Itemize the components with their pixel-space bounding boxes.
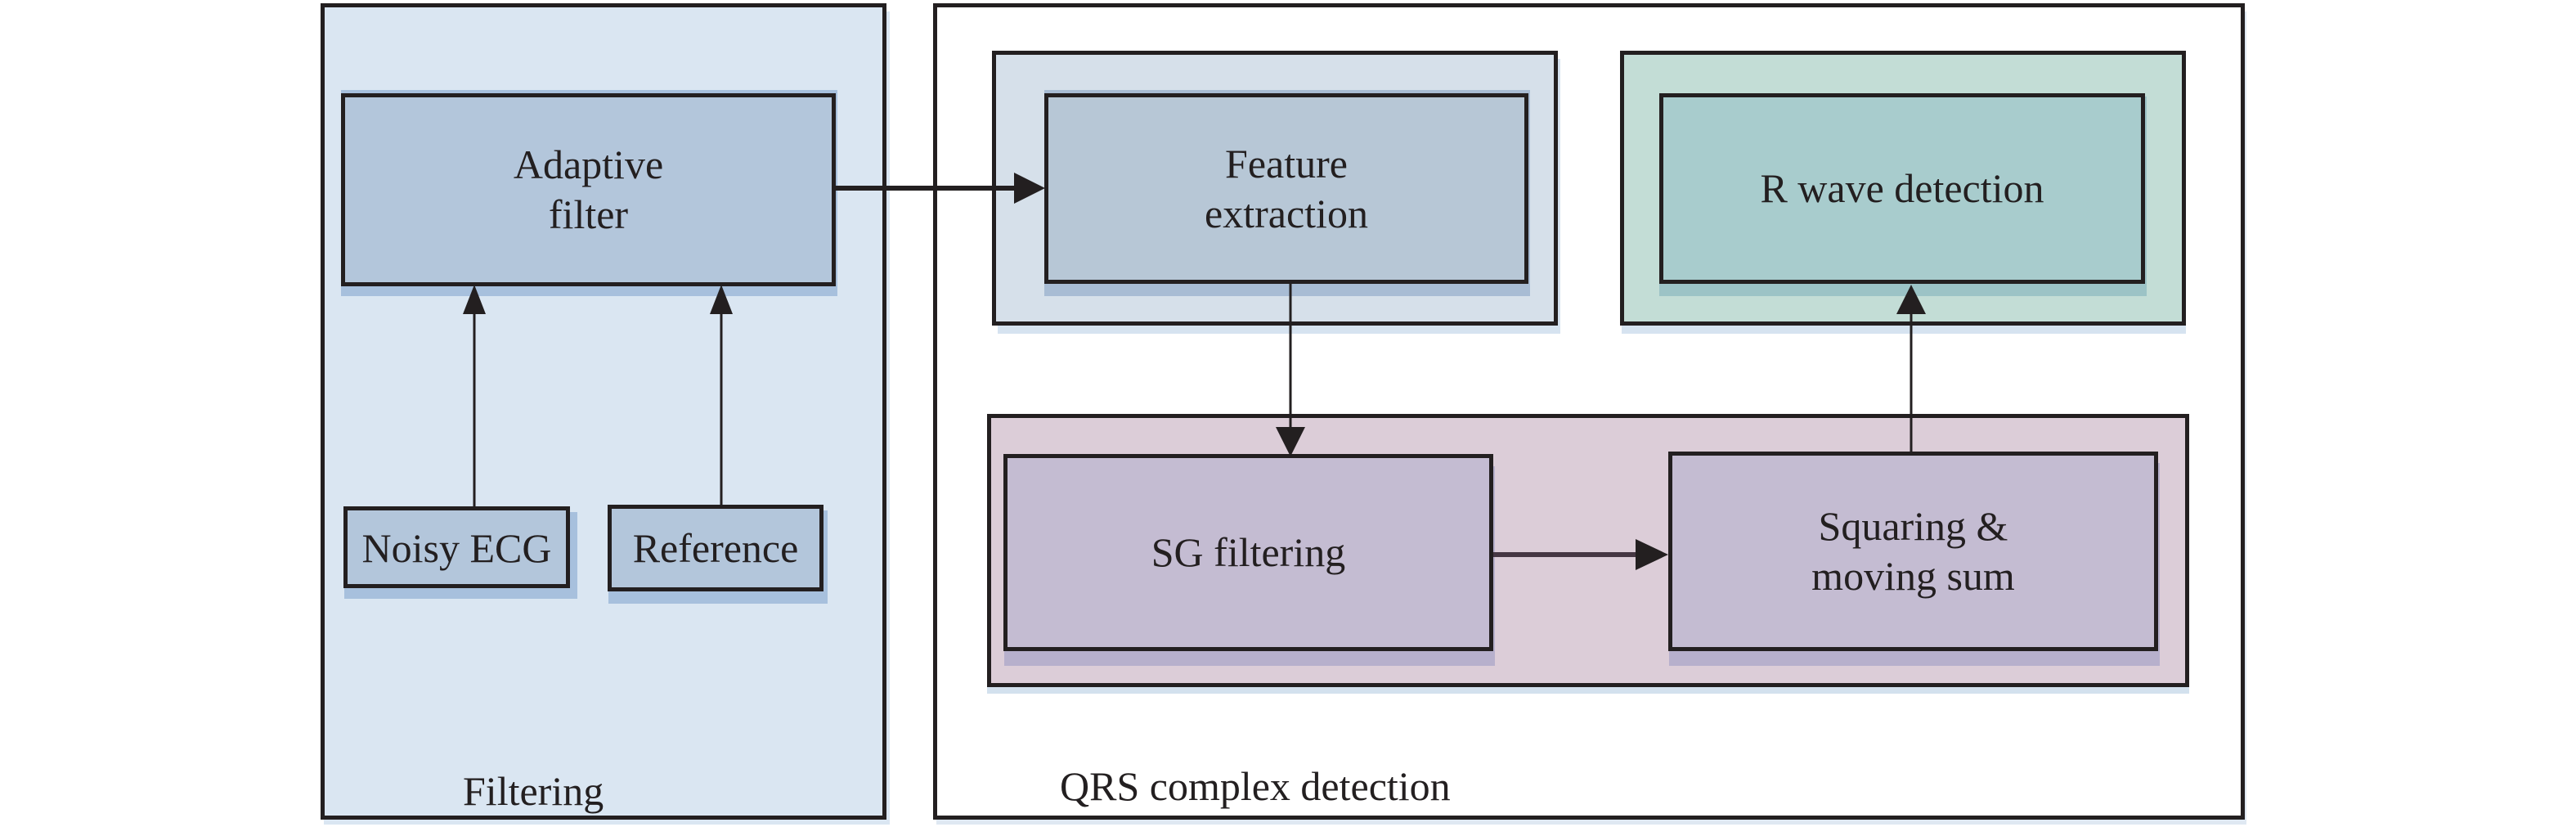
filtering-panel-label: Filtering — [463, 768, 604, 814]
noisy-ecg-label: Noisy ECG — [361, 525, 552, 571]
arrowhead-rwave — [1896, 285, 1926, 314]
adaptive-filter-block: Adaptive filter — [341, 93, 836, 286]
arrowhead-feature — [1014, 173, 1045, 204]
feature-extraction-block: Feature extraction — [1044, 93, 1528, 284]
sg-filtering-block: SG filtering — [1003, 454, 1493, 651]
feature-extraction-line1: Feature — [1225, 140, 1348, 187]
sg-filtering-label: SG filtering — [1151, 529, 1346, 575]
arrowhead-reference — [710, 285, 733, 314]
adaptive-filter-line2: filter — [548, 191, 629, 237]
arrowhead-sg — [1276, 427, 1305, 456]
squaring-moving-sum-block: Squaring & moving sum — [1668, 452, 2158, 651]
arrowhead-squaring — [1636, 539, 1668, 570]
r-wave-detection-label: R wave detection — [1760, 165, 2044, 211]
reference-label: Reference — [632, 524, 799, 571]
adaptive-filter-line1: Adaptive — [513, 142, 664, 187]
squaring-line1: Squaring & — [1818, 503, 2008, 549]
qrs-panel-label: QRS complex detection — [1060, 763, 1451, 809]
squaring-line2: moving sum — [1811, 553, 2015, 599]
r-wave-detection-block: R wave detection — [1659, 93, 2145, 284]
arrowhead-noisy-ecg — [463, 285, 486, 314]
reference-block: Reference — [608, 505, 824, 591]
feature-extraction-line2: extraction — [1205, 190, 1368, 236]
noisy-ecg-block: Noisy ECG — [343, 506, 570, 588]
